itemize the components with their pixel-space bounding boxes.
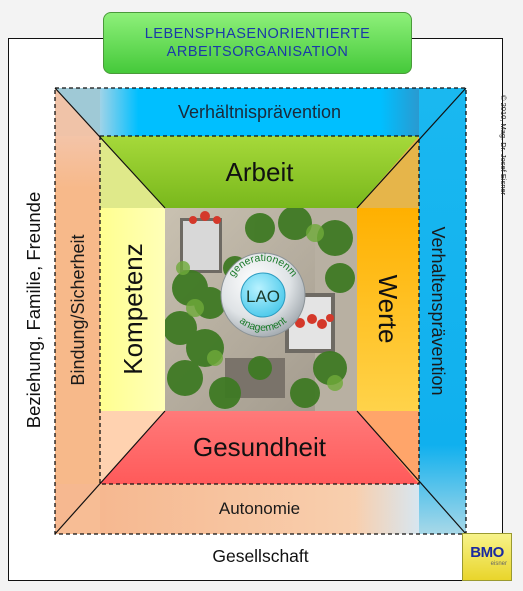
diagonal-top-left (54, 87, 166, 209)
ring-top-band (100, 88, 419, 136)
copyright-note: © 2010, Mag. Dr. Josef Eisner (499, 95, 508, 196)
label-beziehung-familie-freunde: Beziehung, Familie, Freunde (23, 191, 44, 429)
badge-arc-bottom: anagement (237, 315, 289, 334)
arbeit-corner-right (357, 136, 419, 208)
label-autonomie: Autonomie (218, 499, 301, 518)
ring-left-band (55, 136, 100, 484)
label-kompetenz: Kompetenz (117, 243, 148, 375)
title-line-1: LEBENSPHASENORIENTIERTE (144, 26, 371, 42)
building-illustration: generationenm anagement LAO (165, 208, 357, 411)
label-verhaeltnispraevention: Verhältnisprävention (177, 101, 342, 122)
diagonal-bottom-right (356, 410, 467, 535)
diagonal-bottom-left (54, 410, 166, 535)
bmo-logo-sub: eisner (490, 561, 507, 567)
kompetenz-panel (100, 208, 165, 411)
title-line-2: ARBEITSORGANISATION (166, 44, 349, 60)
center-photo: generationenm anagement LAO (165, 208, 357, 411)
label-gesellschaft: Gesellschaft (212, 545, 309, 566)
label-werte: Werte (373, 274, 404, 344)
badge-lao: LAO (246, 287, 280, 306)
ring-bottom-band (100, 484, 419, 534)
diagonal-top-right (356, 87, 467, 209)
title-banner: LEBENSPHASENORIENTIERTE ARBEITSORGANISAT… (103, 12, 412, 74)
label-arbeit: Arbeit (225, 156, 294, 187)
label-gesundheit: Gesundheit (193, 432, 326, 462)
werte-panel (357, 208, 419, 411)
bmo-logo: BMO eisner (462, 533, 512, 581)
ring-right-band (419, 88, 466, 534)
inner-dashed-border (99, 135, 420, 485)
label-verhaltenspraevention: Verhaltensprävention (428, 226, 449, 396)
outer-dashed-border (54, 87, 467, 535)
label-bindung-sicherheit: Bindung/Sicherheit (67, 234, 88, 386)
bmo-logo-text: BMO (470, 544, 504, 561)
